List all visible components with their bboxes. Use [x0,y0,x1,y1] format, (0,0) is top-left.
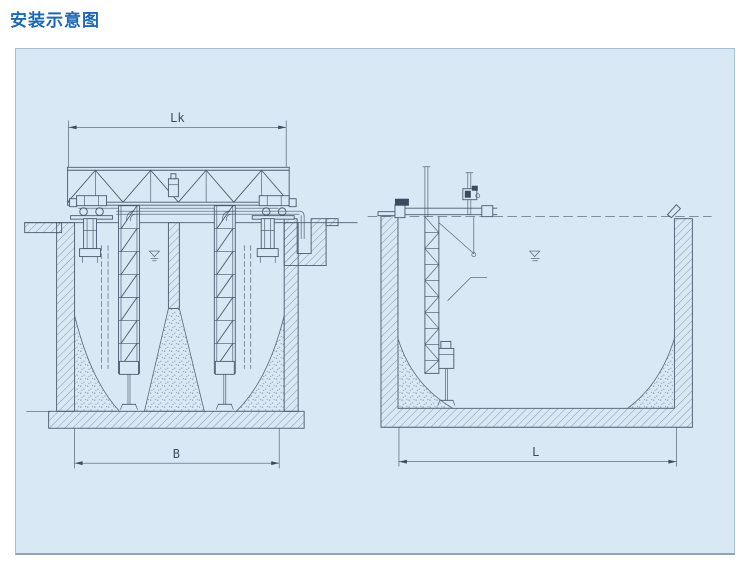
screw-conveyor-1 [118,205,140,410]
tank-walls [380,215,693,428]
lifting-tower [424,216,440,374]
base-slab [48,410,305,429]
discharge-pipe [116,210,305,239]
dimension-label-b: B [173,447,180,461]
arrowhead-icon [74,461,83,466]
chute-lip [325,218,339,227]
motor-unit [462,185,481,201]
bridge-drive-cap [170,173,177,180]
arrowhead-icon [278,125,287,130]
installation-diagram: Lk [24,111,712,469]
center-hopper-cone [143,308,205,412]
dimension-label-lk: Lk [170,111,185,125]
dimension-b: B [74,427,280,469]
page-title: 安装示意图 [10,11,100,30]
screw-drive [437,340,456,406]
arrowhead-icon [68,125,77,130]
rail-bracket [666,204,682,219]
arrowhead-icon [271,461,280,466]
sediment-pile-left [397,338,455,409]
water-level-icon [148,250,161,262]
center-wall [167,222,180,309]
diagram-panel: Lk [15,48,735,555]
sand-pile-right [235,315,285,412]
side-section-view: L [367,166,712,467]
wheel-drive-unit [394,198,409,206]
arrowhead-icon [668,459,677,464]
cross-section-view: Lk [24,111,358,469]
dimension-l: L [398,426,677,467]
guide-dashes-left [101,245,109,369]
dimension-label-l: L [532,445,539,459]
screw-conveyor-2 [213,205,236,410]
lifting-cylinder-right [256,218,279,263]
dimension-lk: Lk [68,111,287,168]
end-carriage-right [251,195,297,220]
sand-pile-left [74,315,121,412]
support-brace [438,216,477,257]
lifting-cylinder-left [79,218,101,263]
bridge-drive-box [167,178,179,198]
trolley-platform [394,198,498,219]
water-level-icon [528,250,541,262]
end-carriage-left [69,195,113,220]
ground-curb [24,222,63,234]
leader-line [447,277,488,301]
discharge-chute [283,218,327,267]
sediment-pile-right [626,338,675,409]
guide-dashes-right [243,245,252,369]
arrowhead-icon [398,459,407,464]
left-wall [56,222,76,412]
